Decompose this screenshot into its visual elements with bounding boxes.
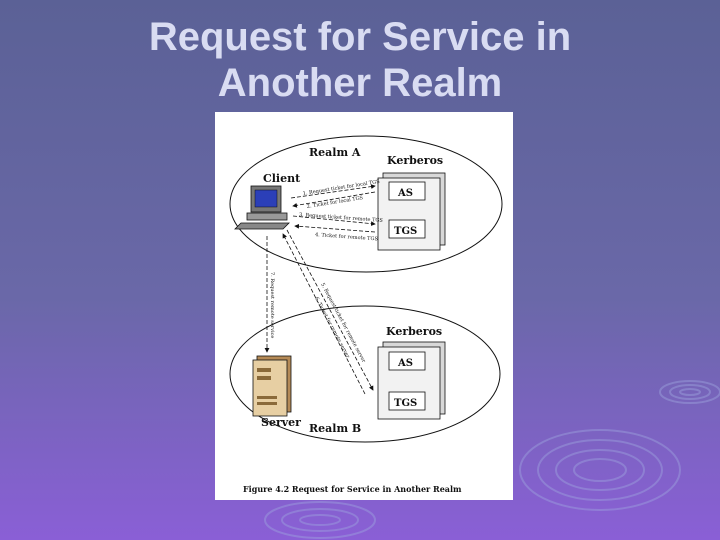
msg1-label: 1. Request ticket for local TGS [302, 179, 380, 197]
msg7-label: 7. Request remote service [269, 272, 275, 338]
server-label: Server [261, 416, 301, 429]
slide-title: Request for Service in Another Realm [0, 14, 720, 106]
kerberos-b-label: Kerberos [386, 325, 442, 338]
msg3-arrow [292, 215, 376, 227]
tgs-b-box [388, 391, 426, 411]
as-b-box [388, 351, 426, 371]
tgs-b-label: TGS [394, 398, 417, 409]
realm-a-ellipse [229, 135, 503, 273]
msg2-label: 2. Ticket for local TGS [306, 195, 364, 210]
diagram-canvas: Realm A Realm B Kerberos AS TGS Kerberos… [229, 135, 503, 494]
slide-title-line1: Request for Service in [148, 15, 572, 59]
tgs-a-box [388, 219, 426, 239]
as-b-label: AS [397, 358, 413, 369]
msg1-arrow [290, 184, 376, 199]
as-a-label: AS [397, 188, 413, 199]
server-tower-icon [252, 355, 292, 417]
realm-b-label: Realm B [309, 422, 361, 435]
kerberos-a-label: Kerberos [387, 154, 443, 167]
tgs-a-label: TGS [394, 226, 417, 237]
realm-b-ellipse [229, 305, 501, 443]
realm-a-label: Realm A [309, 146, 361, 159]
slide-title-line2: Another Realm [217, 61, 503, 105]
msg3-label: 3. Request ticket for remote TGS [299, 212, 384, 224]
msg2-arrow [292, 191, 376, 208]
figure-caption: Figure 4.2 Request for Service in Anothe… [243, 484, 462, 494]
msg4-label: 4. Ticket for remote TGS [315, 232, 379, 242]
as-a-box [388, 181, 426, 201]
msg5-arrow [286, 229, 374, 391]
client-label: Client [263, 172, 301, 185]
computer-icon [234, 185, 290, 230]
msg4-arrow [294, 223, 376, 233]
kerberos-diagram: Realm A Realm B Kerberos AS TGS Kerberos… [215, 112, 513, 500]
